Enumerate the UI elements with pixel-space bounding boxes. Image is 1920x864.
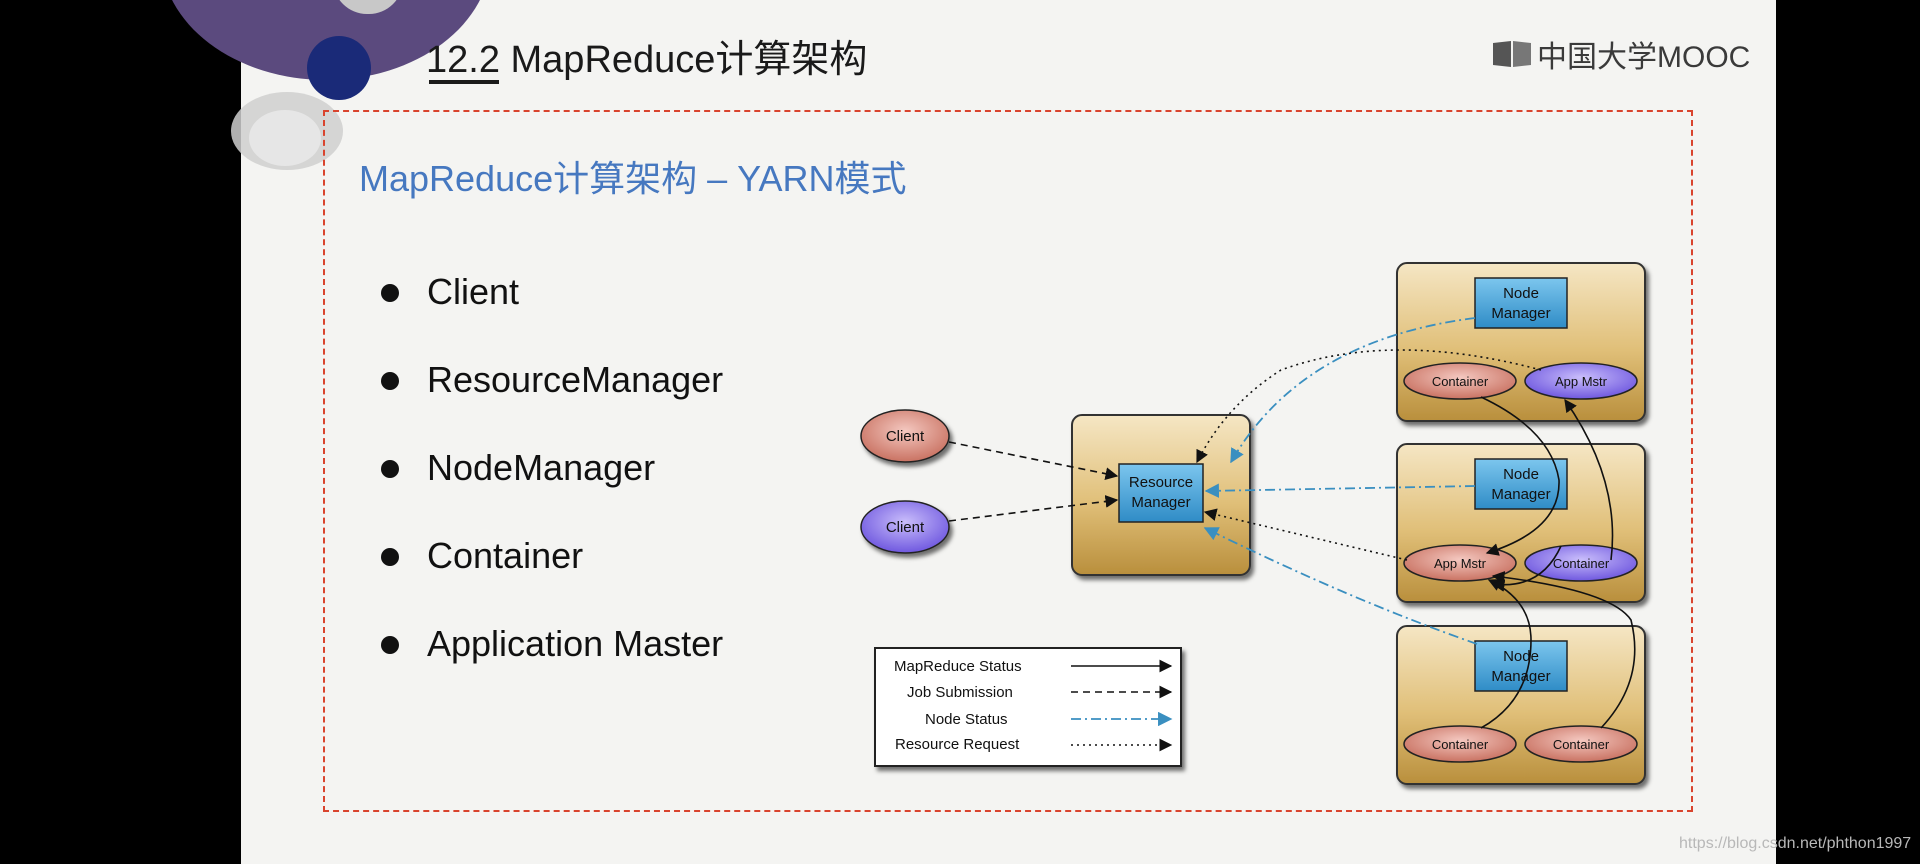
node-3: Node Manager Container Container (1396, 625, 1646, 785)
content-frame (323, 110, 1693, 812)
resource-manager-node: Resource Manager (1071, 414, 1251, 576)
node-manager-label-1: Node (1503, 648, 1539, 665)
section-title: MapReduce计算架构 – YARN模式 (359, 158, 907, 199)
yarn-diagram: Resource Manager Client Client Node Mana… (860, 262, 1646, 785)
legend-label: Node Status (925, 711, 1008, 728)
legend-label: Resource Request (895, 736, 1020, 753)
container-label: Container (1553, 737, 1610, 752)
job-submission-arrows (948, 441, 1119, 522)
node-2: Node Manager App Mstr Container (1396, 443, 1646, 603)
node-manager-label-2: Manager (1491, 486, 1550, 503)
node-manager-label-1: Node (1503, 466, 1539, 483)
node-1: Node Manager Container App Mstr (1396, 262, 1646, 422)
client-node: Client (860, 500, 950, 554)
node-status-arrows (1203, 317, 1478, 645)
watermark: https://blog.csdn.net/phthon1997 (1679, 835, 1912, 852)
list-item: NodeManager (381, 444, 723, 532)
client-node: Client (860, 409, 950, 463)
list-item: Application Master (381, 620, 723, 708)
list-item-label: Application Master (427, 623, 724, 664)
bullet-dot (381, 460, 399, 478)
client-label: Client (886, 519, 925, 536)
mapreduce-status-arrows (1480, 396, 1636, 729)
decor-light-circle (249, 110, 321, 166)
mooc-book-icon (1493, 41, 1531, 67)
component-list: Client ResourceManager NodeManager Conta… (381, 268, 723, 708)
brand-logo: 中国大学MOOC (1491, 32, 1750, 76)
container-label: Container (1432, 737, 1489, 752)
client-label: Client (886, 428, 925, 445)
container-label: Container (1553, 556, 1610, 571)
list-item-label: ResourceManager (427, 359, 724, 400)
resource-manager-label-2: Manager (1131, 494, 1190, 511)
bullet-dot (381, 548, 399, 566)
title-underline (429, 80, 499, 84)
node-manager-label-2: Manager (1491, 668, 1550, 685)
resource-request-arrows (1196, 349, 1542, 561)
list-item: Client (381, 268, 723, 356)
list-item-label: Client (427, 271, 520, 312)
legend-label: MapReduce Status (894, 658, 1022, 675)
list-item: Container (381, 532, 723, 620)
list-item-label: NodeManager (427, 447, 656, 488)
node-manager-label-2: Manager (1491, 305, 1550, 322)
page-title: 12.2 MapReduce计算架构 (426, 39, 868, 81)
list-item-label: Container (427, 535, 584, 576)
bullet-dot (381, 636, 399, 654)
node-manager-label-1: Node (1503, 285, 1539, 302)
decor-navy-circle (307, 36, 371, 100)
bullet-dot (381, 284, 399, 302)
slide: 12.2 MapReduce计算架构 中国大学MOOC MapReduce计算架… (161, 0, 1911, 864)
legend-label: Job Submission (907, 684, 1013, 701)
list-item: ResourceManager (381, 356, 723, 444)
legend: MapReduce Status Job Submission Node Sta… (874, 647, 1182, 767)
brand-text: 中国大学MOOC (1537, 41, 1751, 74)
app-master-label: App Mstr (1555, 374, 1608, 389)
app-master-label: App Mstr (1434, 556, 1487, 571)
container-label: Container (1432, 374, 1489, 389)
bullet-dot (381, 372, 399, 390)
resource-manager-label-1: Resource (1129, 474, 1193, 491)
